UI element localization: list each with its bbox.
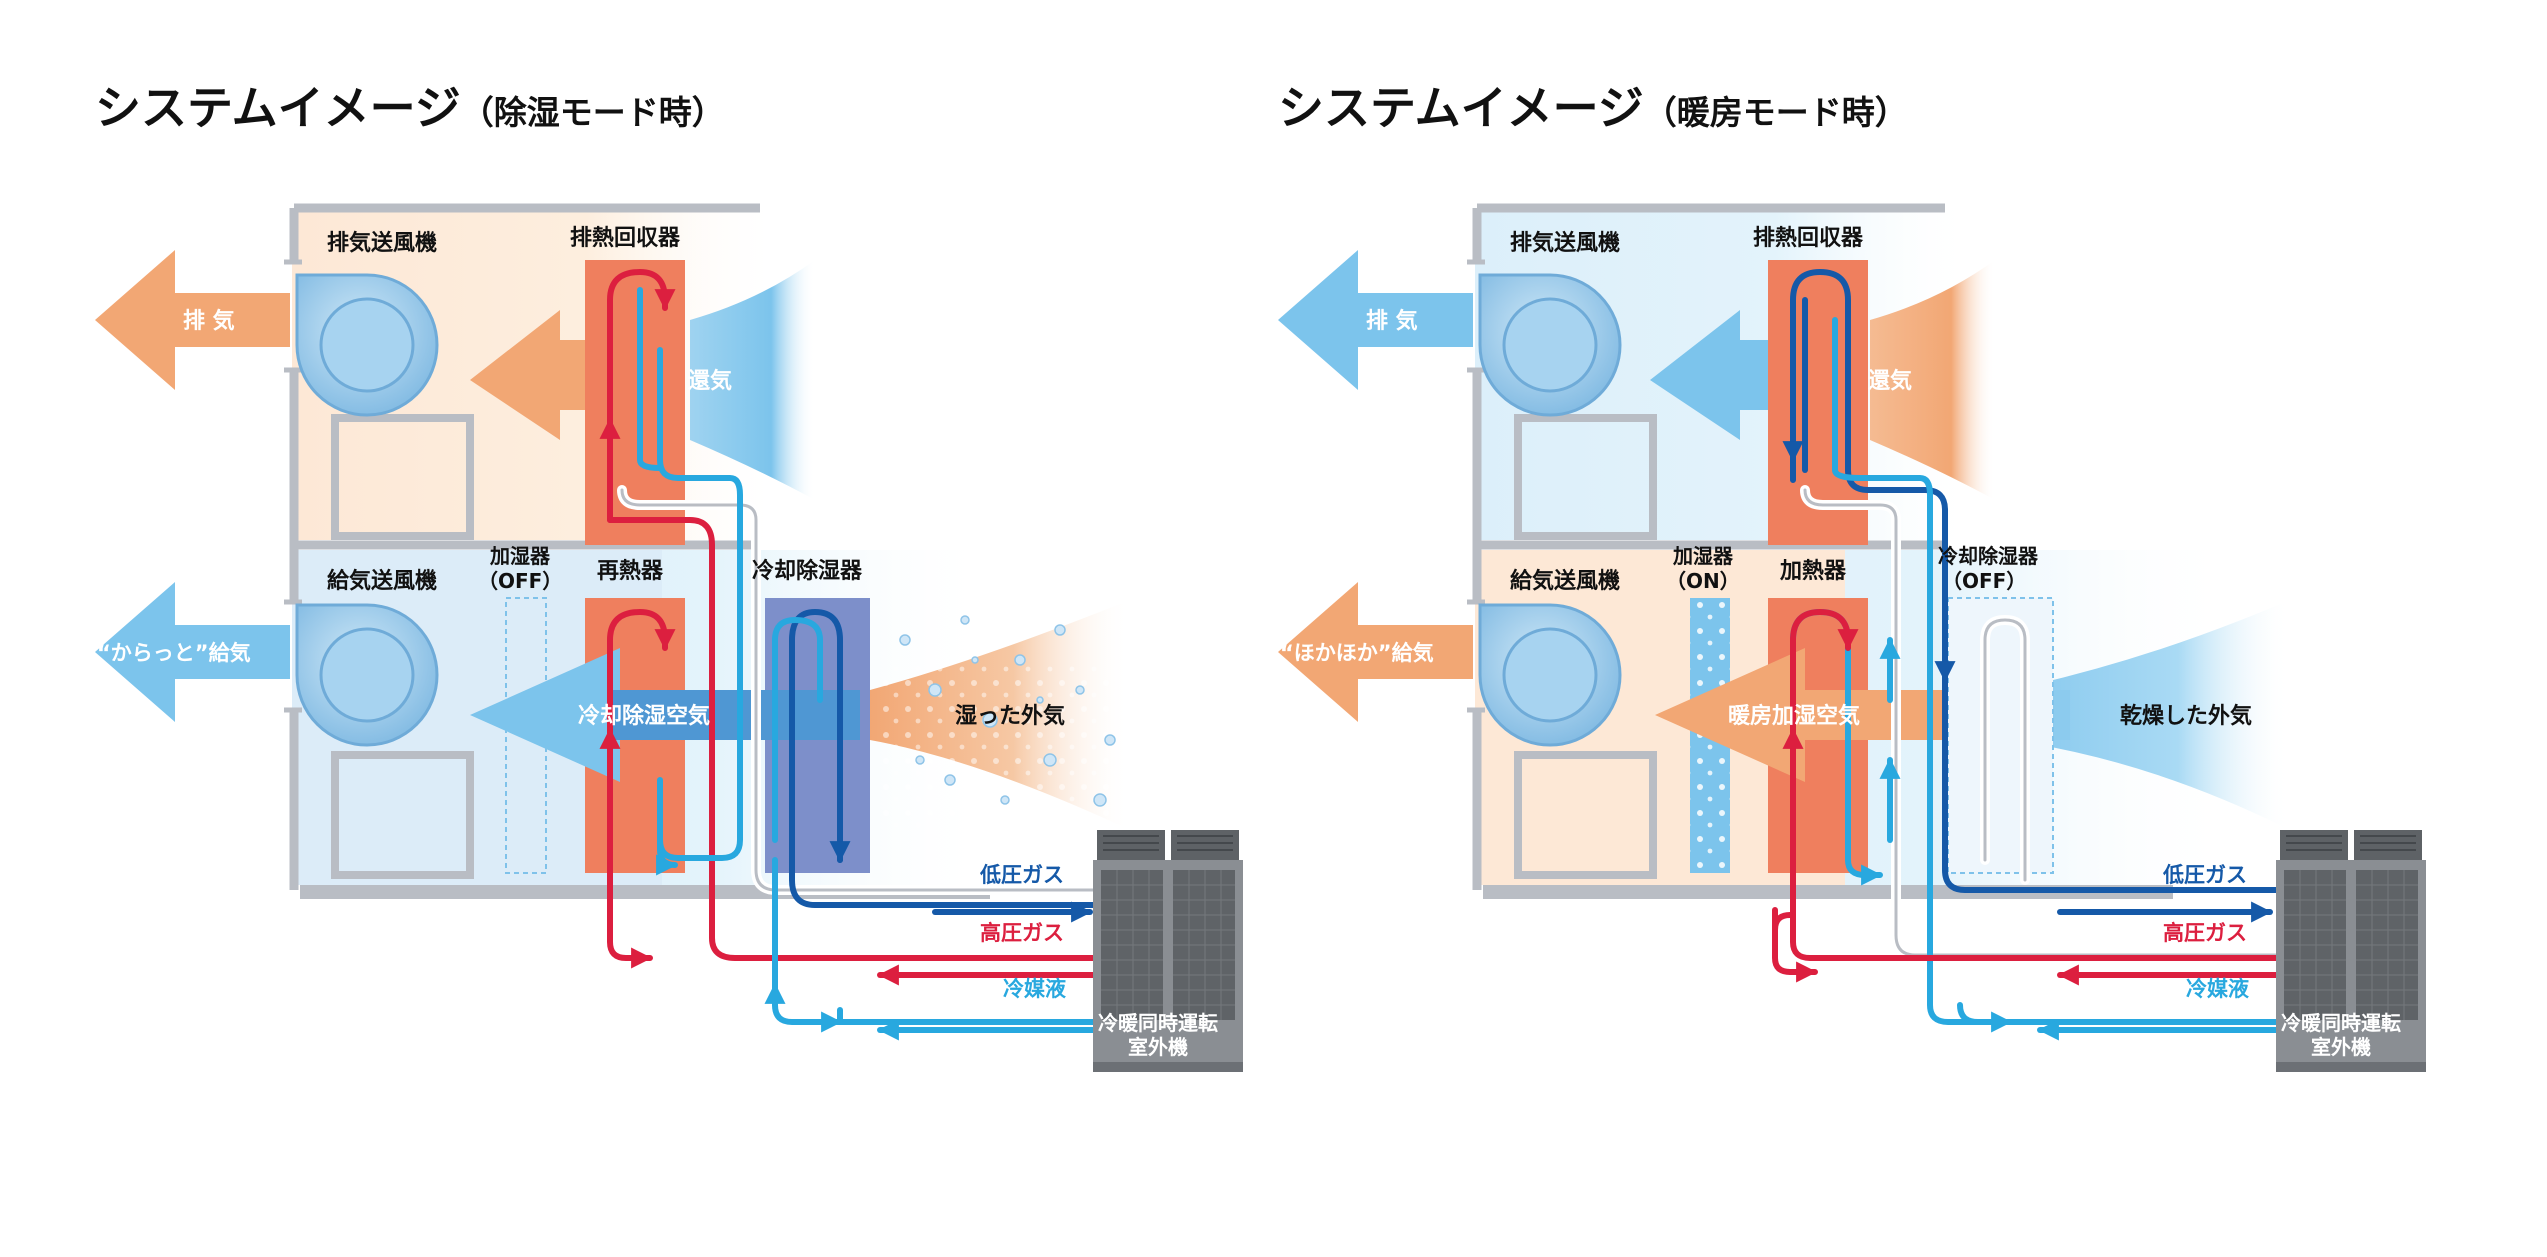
supply-air-arrow-heating [1655, 648, 1945, 782]
heat-recovery-label: 排熱回収器 [570, 225, 681, 251]
outside-air-label-heating: 乾燥した外気 [2120, 703, 2252, 729]
return-air-label: 還気 [688, 368, 732, 394]
cooling-dehumidifier-label: 冷却除湿器 [752, 558, 863, 584]
processed-air-label: 冷却除湿空気 [578, 703, 710, 729]
dry-outside-air-plume [2010, 600, 2290, 830]
supply-fan-label: 給気送風機 [327, 568, 437, 594]
supply-fan-icon-heating [1478, 603, 1622, 747]
supply-outlet-arrow-icon [95, 582, 290, 722]
humidifier-box [505, 597, 547, 874]
liquid-label-heating: 冷媒液 [2186, 977, 2249, 1001]
cooling-dehumidifier-box-off [1947, 597, 2054, 874]
humidifier-label-heating: 加湿器 [1672, 544, 1734, 568]
outdoor-unit-label-2: 室外機 [1128, 1035, 1188, 1059]
cooling-dehumidifier-label-heating: 冷却除湿器 [1938, 544, 2039, 568]
humidifier-label: 加湿器 [489, 544, 551, 568]
panel-title-dehumidify: システムイメージ（除湿モード時） [95, 81, 725, 135]
supply-outlet-label-heating: “ほかほか”給気 [1280, 641, 1434, 665]
processed-air-label-heating: 暖房加湿空気 [1728, 703, 1860, 729]
outdoor-unit-label-1-heating: 冷暖同時運転 [2281, 1011, 2401, 1035]
return-air-plume-heating [1870, 260, 1995, 500]
return-air-label-heating: 還気 [1868, 368, 1912, 394]
outdoor-unit-label-1: 冷暖同時運転 [1098, 1011, 1218, 1035]
exhaust-arrow-icon-heating [1278, 250, 1473, 390]
cooling-dehumidifier-state-heating: （OFF） [1942, 569, 2026, 593]
exhaust-fan-icon [295, 273, 439, 417]
heat-recovery-coil-heating [1768, 260, 1868, 545]
exhaust-fan-label: 排気送風機 [327, 230, 437, 256]
supply-outlet-label: “からっと”給気 [97, 641, 251, 665]
supply-fan-icon [295, 603, 439, 747]
panel-heating: 排気送風機 排熱回収器 排 気 還気 給気送風機 加湿器 （ON） 加熱器 冷却… [1278, 203, 2427, 1073]
panel-dehumidify: 排気送風機 排熱回収器 排 気 還気 給気送風機 加湿器 （OFF） 再熱器 冷… [95, 203, 1244, 1073]
return-air-plume [690, 260, 815, 500]
heat-recovery-label-heating: 排熱回収器 [1753, 225, 1864, 251]
exhaust-fan-icon-heating [1478, 273, 1622, 417]
high-pressure-label: 高圧ガス [980, 921, 1064, 945]
panel-title-heating: システムイメージ（暖房モード時） [1278, 81, 1908, 135]
outdoor-unit-label-2-heating: 室外機 [2311, 1035, 2371, 1059]
liquid-label: 冷媒液 [1003, 977, 1066, 1001]
reheater-label: 再熱器 [597, 558, 664, 584]
high-pressure-label-heating: 高圧ガス [2163, 921, 2247, 945]
humidifier-state: （OFF） [478, 569, 562, 593]
heater-label: 加熱器 [1779, 558, 1847, 584]
exhaust-fan-label-heating: 排気送風機 [1510, 230, 1620, 256]
supply-outlet-arrow-icon-heating [1278, 582, 1473, 722]
exhaust-arrow-icon [95, 250, 290, 390]
humidifier-state-heating: （ON） [1666, 569, 1740, 593]
low-pressure-label-heating: 低圧ガス [2162, 863, 2247, 887]
exhaust-label-heating: 排 気 [1366, 308, 1418, 334]
outside-air-label: 湿った外気 [955, 703, 1065, 729]
supply-fan-label-heating: 給気送風機 [1510, 568, 1620, 594]
exhaust-label: 排 気 [183, 308, 235, 334]
low-pressure-label: 低圧ガス [979, 863, 1064, 887]
